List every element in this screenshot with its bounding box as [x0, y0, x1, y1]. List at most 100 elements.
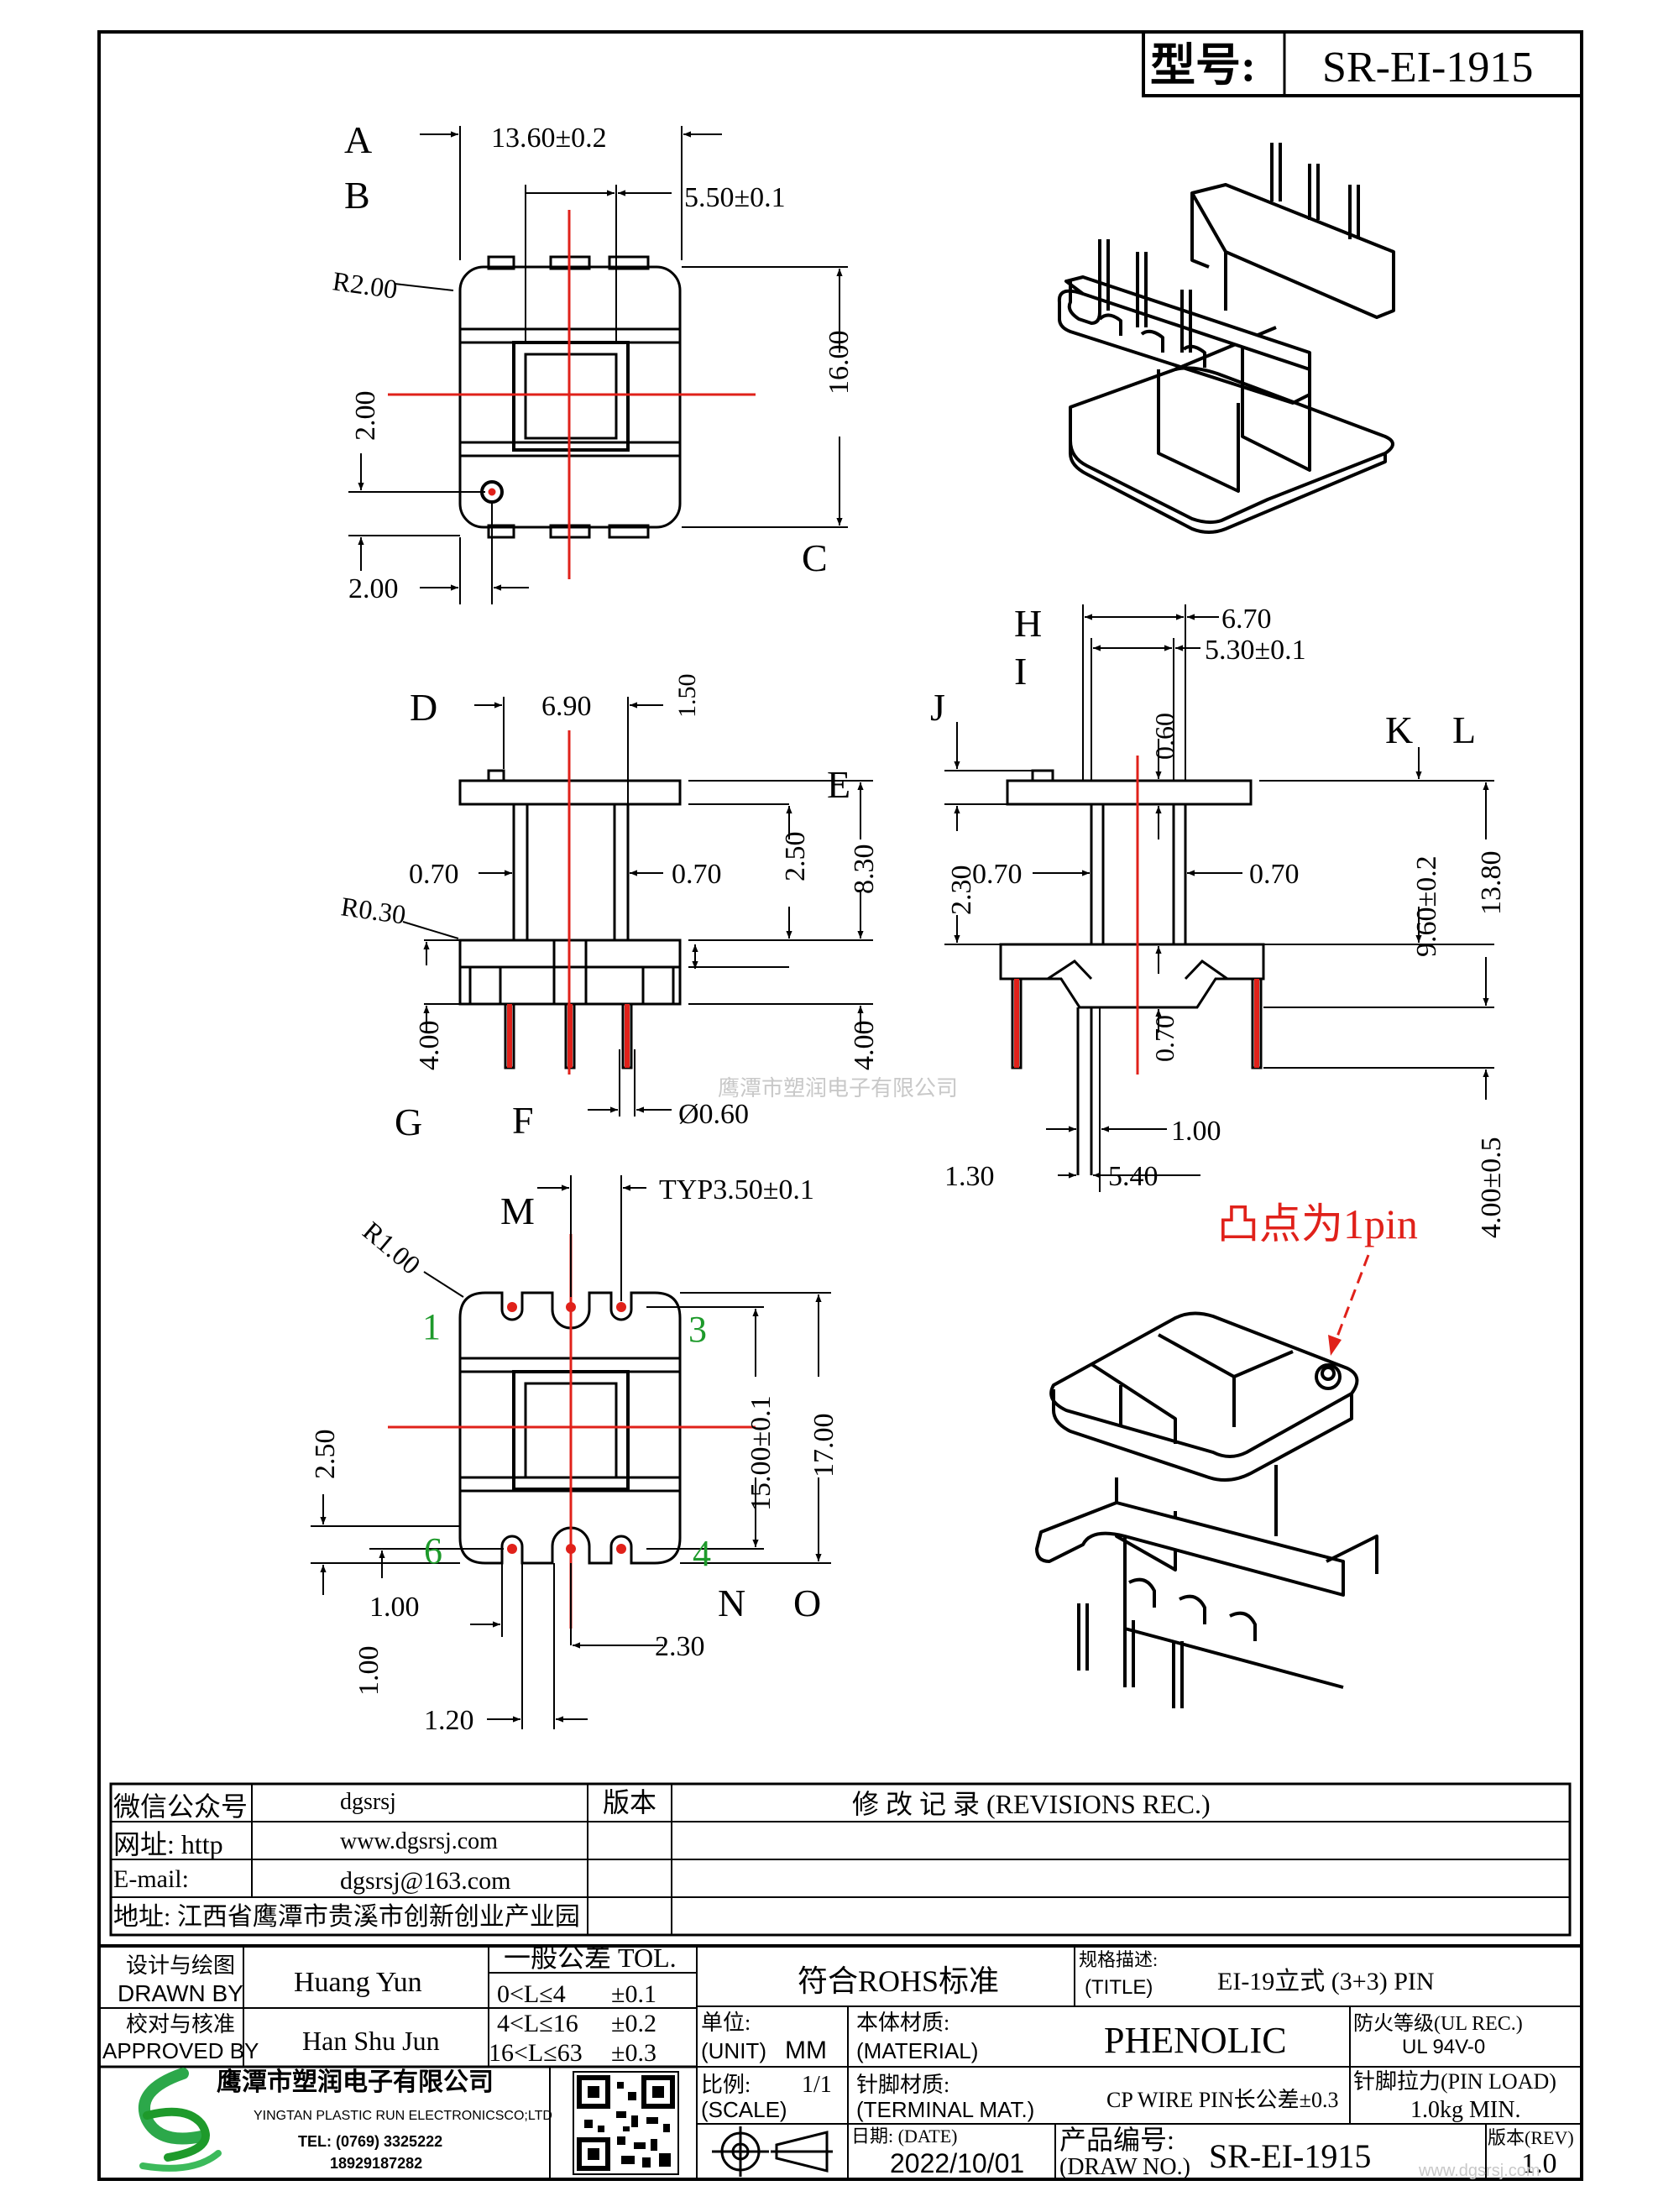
dim-core-width: 5.50±0.1	[684, 182, 786, 213]
company-cn: 鹰潭市塑润电子有限公司	[217, 2068, 494, 2096]
company-tel: TEL: (0769) 3325222	[298, 2133, 442, 2150]
dim-8-30: 8.30	[849, 845, 880, 895]
qr-code	[573, 2071, 679, 2175]
dim-1-30: 1.30	[944, 1161, 995, 1192]
approved-name: Han Shu Jun	[302, 2026, 440, 2056]
dim-2-50: 2.50	[780, 832, 811, 882]
company-en: YINGTAN PLASTIC RUN ELECTRONICSCO;LTD	[254, 2109, 552, 2123]
label-M: M	[500, 1190, 535, 1232]
dim-radius: R2.00	[331, 265, 400, 304]
dim-typ-pitch: TYP3.50±0.1	[659, 1174, 814, 1205]
dim-flange-width: 6.90	[541, 691, 592, 722]
spec-label-cn: 规格描述:	[1079, 1949, 1158, 1970]
rev-value: 1.0	[1521, 2148, 1557, 2179]
label-D: D	[410, 686, 437, 729]
top-view-dims	[348, 126, 848, 604]
tol-range-3: 16<L≤63	[489, 2039, 583, 2067]
dim-pin-dia: Ø0.60	[678, 1099, 749, 1130]
company-text: 鹰潭市塑润电子有限公司 YINGTAN PLASTIC RUN ELECTRON…	[217, 2068, 552, 2172]
drawn-en: DRAWN BY	[118, 1980, 243, 2006]
dim-0-60: 0.60	[1149, 713, 1179, 760]
dim-base-0-70: 0.70	[1149, 1015, 1179, 1062]
scale-cn: 比例:	[701, 2073, 751, 2097]
dim-15-00: 15.00±0.1	[745, 1395, 777, 1511]
company-phone: 18929187282	[330, 2155, 422, 2172]
label-L: L	[1452, 709, 1476, 751]
label-F: F	[512, 1099, 534, 1142]
pin-4: 4	[693, 1533, 711, 1574]
top-view-labels: A B 13.60±0.2 5.50±0.1 R2.00 16.00 2.00 …	[331, 118, 855, 604]
dim-offset-y: 2.00	[350, 391, 381, 442]
label-B: B	[344, 174, 370, 217]
dim-17-00: 17.00	[808, 1414, 840, 1478]
label-H: H	[1014, 602, 1042, 645]
wechat-value: dgsrsj	[340, 1789, 396, 1815]
dim-9-60: 9.60±0.2	[1411, 855, 1442, 957]
wechat-label: 微信公众号	[113, 1791, 248, 1822]
drawno-value: SR-EI-1915	[1209, 2137, 1371, 2175]
watermark: 鹰潭市塑润电子有限公司	[718, 1075, 958, 1101]
dim-1-00-h: 1.00	[369, 1592, 420, 1623]
model-box: 型号: SR-EI-1915	[1142, 30, 1583, 97]
title-block-text: 设计与绘图 DRAWN BY Huang Yun 校对与核准 APPROVED …	[102, 1943, 1574, 2180]
pinload-value: 1.0kg MIN.	[1410, 2097, 1520, 2123]
dim-wall-right: 0.70	[672, 859, 722, 890]
side-right-pins	[1014, 979, 1259, 1068]
tol-value-3: ±0.3	[611, 2039, 656, 2067]
dim-r1-00: R1.00	[358, 1216, 426, 1280]
label-A: A	[344, 118, 372, 161]
material-value: PHENOLIC	[1104, 2020, 1287, 2061]
label-E: E	[827, 763, 850, 806]
dim-1-00-v: 1.00	[353, 1646, 384, 1697]
address: 地址: 江西省鹰潭市贵溪市创新创业产业园	[113, 1903, 580, 1931]
spec-label-en: (TITLE)	[1085, 1976, 1153, 1999]
dim-pin-left: 4.00	[414, 1021, 445, 1071]
site-label: 网址: http	[113, 1829, 223, 1859]
label-J: J	[930, 686, 945, 729]
dim-1-20: 1.20	[424, 1705, 474, 1736]
info-table-text: 微信公众号 dgsrsj 网址: http www.dgsrsj.com E-m…	[113, 1787, 1211, 1931]
side-right-dims	[944, 604, 1494, 1192]
note-1pin: 凸点为1pin	[1217, 1200, 1418, 1356]
revisions-header: 修 改 记 录 (REVISIONS REC.)	[852, 1789, 1211, 1819]
drawno-en: (DRAW NO.)	[1059, 2154, 1190, 2180]
dim-1-00: 1.00	[1171, 1116, 1221, 1147]
terminal-en: (TERMINAL MAT.)	[856, 2097, 1034, 2122]
tol-value-2: ±0.2	[611, 2010, 656, 2037]
drawn-cn: 设计与绘图	[126, 1953, 235, 1978]
dim-height: 16.00	[824, 331, 855, 395]
terminal-value: CP WIRE PIN长公差±0.3	[1106, 2088, 1338, 2112]
top-view-centerlines	[388, 210, 756, 579]
email-label: E-mail:	[113, 1865, 189, 1893]
dim-pin-length: 4.00±0.5	[1476, 1137, 1507, 1238]
rev-label: 版本(REV)	[1488, 2127, 1574, 2148]
label-K: K	[1385, 709, 1413, 751]
drawn-name: Huang Yun	[294, 1967, 422, 1998]
bottom-view-labels: M TYP3.50±0.1 R1.00 1 3 6 4 15.00±0.1 17…	[310, 1174, 840, 1736]
label-I: I	[1014, 650, 1027, 693]
label-N: N	[718, 1582, 745, 1624]
company-logo	[138, 2068, 222, 2172]
rohs: 符合ROHS标准	[798, 1964, 999, 1998]
pin-6: 6	[424, 1530, 442, 1571]
dim-pin-right: 4.00	[849, 1021, 880, 1071]
material-cn: 本体材质:	[856, 2011, 949, 2035]
version-header: 版本	[603, 1787, 656, 1817]
bottom-view-centerlines	[388, 1234, 756, 1629]
model-label: 型号:	[1150, 40, 1256, 91]
material-en: (MATERIAL)	[856, 2038, 978, 2063]
side-right-labels: H I J 6.70 5.30±0.1 0.60 K L 2.30 0.70 0…	[930, 602, 1507, 1238]
pin-1: 1	[422, 1306, 441, 1347]
unit-value: MM	[785, 2037, 827, 2064]
email-value: dgsrsj@163.com	[340, 1867, 510, 1895]
side-view-right	[999, 769, 1265, 1175]
dim-offset-x: 2.00	[348, 573, 399, 604]
label-C: C	[802, 536, 828, 579]
title-block	[97, 1944, 1583, 2181]
tol-value-1: ±0.1	[611, 1980, 656, 2008]
drawno-cn: 产品编号:	[1059, 2125, 1174, 2155]
unit-cn: 单位:	[701, 2011, 751, 2035]
tol-title: 一般公差 TOL.	[504, 1943, 677, 1973]
watermark-corner: www.dgsrsj.com	[1418, 2162, 1540, 2180]
